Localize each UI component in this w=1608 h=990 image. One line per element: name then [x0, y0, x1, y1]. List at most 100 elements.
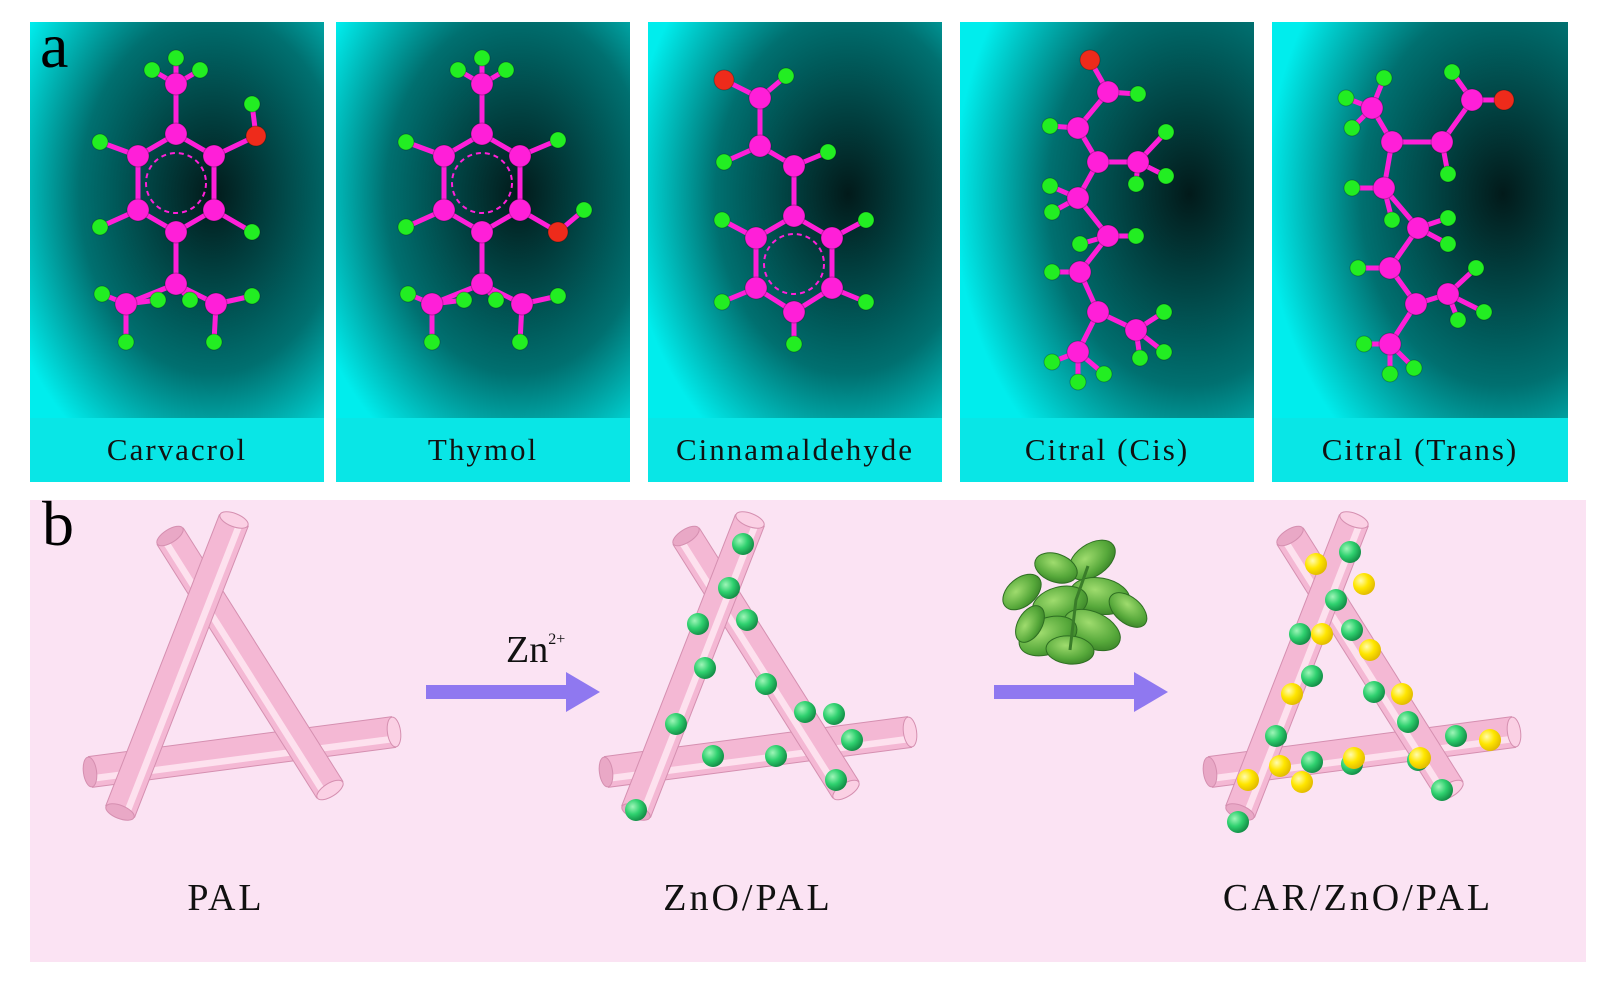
- carbon-atom: [1360, 96, 1384, 120]
- hydrogen-atom: [181, 291, 199, 309]
- zno-particle: [1289, 623, 1311, 645]
- hydrogen-atom: [243, 95, 261, 113]
- mint-leaf: [1002, 573, 1042, 611]
- aromatic-ring-dashes: [763, 233, 825, 295]
- stage-label-pal: PAL: [187, 877, 265, 919]
- carbon-atom: [1068, 260, 1092, 284]
- zno-particle: [702, 745, 724, 767]
- hydrogen-atom: [819, 143, 837, 161]
- hydrogen-atom: [1439, 209, 1457, 227]
- carbon-atom: [1066, 340, 1090, 364]
- zno-particle: [1397, 711, 1419, 733]
- hydrogen-atom: [713, 293, 731, 311]
- carvacrol-panel: Carvacrol: [30, 22, 324, 482]
- arrow-zinc-step: [426, 672, 600, 712]
- hydrogen-atom: [487, 291, 505, 309]
- carbon-atom: [782, 154, 806, 178]
- car-particle: [1343, 747, 1365, 769]
- carbon-atom: [126, 198, 150, 222]
- carbon-atom: [202, 198, 226, 222]
- zno-particle: [732, 533, 754, 555]
- hydrogen-atom: [1157, 123, 1175, 141]
- carbon-atom: [748, 134, 772, 158]
- zno-particle: [1325, 589, 1347, 611]
- citral-trans-panel: Citral (Trans): [1272, 22, 1568, 482]
- rod-end-cap: [902, 716, 918, 748]
- rod-end-cap: [1339, 511, 1369, 529]
- carbon-atom: [510, 292, 534, 316]
- rod-end-cap: [1202, 756, 1218, 788]
- hydrogen-atom: [1041, 177, 1059, 195]
- hydrogen-atom: [549, 287, 567, 305]
- hydrogen-atom: [191, 61, 209, 79]
- panel-a-letter: a: [40, 10, 69, 81]
- rod-end-cap: [386, 716, 402, 748]
- zno-particle: [718, 577, 740, 599]
- carbon-atom: [782, 204, 806, 228]
- rod-end-cap: [105, 803, 135, 821]
- hydrogen-atom: [1443, 63, 1461, 81]
- hydrogen-atom: [473, 49, 491, 67]
- hydrogen-atom: [1041, 117, 1059, 135]
- hydrogen-atom: [715, 153, 733, 171]
- oxygen-atom: [547, 221, 569, 243]
- citral-trans-structure: [1272, 22, 1568, 422]
- rod-highlight: [1243, 521, 1364, 816]
- carbon-atom: [1406, 216, 1430, 240]
- rod-end-cap: [156, 525, 184, 547]
- hydrogen-atom: [857, 211, 875, 229]
- zno-particle: [1301, 751, 1323, 773]
- carbon-atom: [470, 122, 494, 146]
- carbon-atom: [1086, 300, 1110, 324]
- carbon-atom: [126, 144, 150, 168]
- molecule-label-citral-cis: Citral (Cis): [960, 418, 1254, 482]
- zno-particle: [823, 703, 845, 725]
- oxygen-atom: [245, 125, 267, 147]
- carbon-atom: [748, 86, 772, 110]
- carbon-atom: [744, 276, 768, 300]
- carbon-atom: [114, 292, 138, 316]
- zno-particle: [1445, 725, 1467, 747]
- carbon-atom: [1372, 176, 1396, 200]
- car-zno-pal-left-rod: [1225, 511, 1369, 821]
- arrow-shaft: [426, 685, 570, 699]
- car-particle: [1479, 729, 1501, 751]
- hydrogen-atom: [93, 285, 111, 303]
- hydrogen-atom: [1343, 179, 1361, 197]
- hydrogen-atom: [91, 133, 109, 151]
- hydrogen-atom: [455, 291, 473, 309]
- carbon-atom: [744, 226, 768, 250]
- zno-particle: [1265, 725, 1287, 747]
- mint-leaf: [1034, 552, 1078, 584]
- hydrogen-atom: [1155, 303, 1173, 321]
- hydrogen-atom: [575, 201, 593, 219]
- hydrogen-atom: [1131, 349, 1149, 367]
- molecule-model: [1041, 49, 1175, 391]
- car-particle: [1269, 755, 1291, 777]
- hydrogen-atom: [713, 211, 731, 229]
- hydrogen-atom: [1337, 89, 1355, 107]
- car-particle: [1311, 623, 1333, 645]
- zno-particle: [1431, 779, 1453, 801]
- rod-end-cap: [219, 511, 249, 529]
- hydrogen-atom: [1095, 365, 1113, 383]
- car-particle: [1391, 683, 1413, 705]
- hydrogen-atom: [1467, 259, 1485, 277]
- carbon-atom: [164, 122, 188, 146]
- car-particle: [1237, 769, 1259, 791]
- aromatic-ring-dashes: [145, 152, 207, 214]
- carbon-atom: [1126, 150, 1150, 174]
- carbon-atom: [470, 272, 494, 296]
- zno-particle: [1339, 541, 1361, 563]
- hydrogen-atom: [497, 61, 515, 79]
- carbon-atom: [1086, 150, 1110, 174]
- hydrogen-atom: [1439, 235, 1457, 253]
- mint-stem: [1068, 565, 1090, 651]
- hydrogen-atom: [205, 333, 223, 351]
- hydrogen-atom: [1043, 263, 1061, 281]
- zno-particle: [736, 609, 758, 631]
- citral-cis-panel: Citral (Cis): [960, 22, 1254, 482]
- rod-highlight: [123, 521, 244, 816]
- hydrogen-atom: [1129, 85, 1147, 103]
- hydrogen-atom: [143, 61, 161, 79]
